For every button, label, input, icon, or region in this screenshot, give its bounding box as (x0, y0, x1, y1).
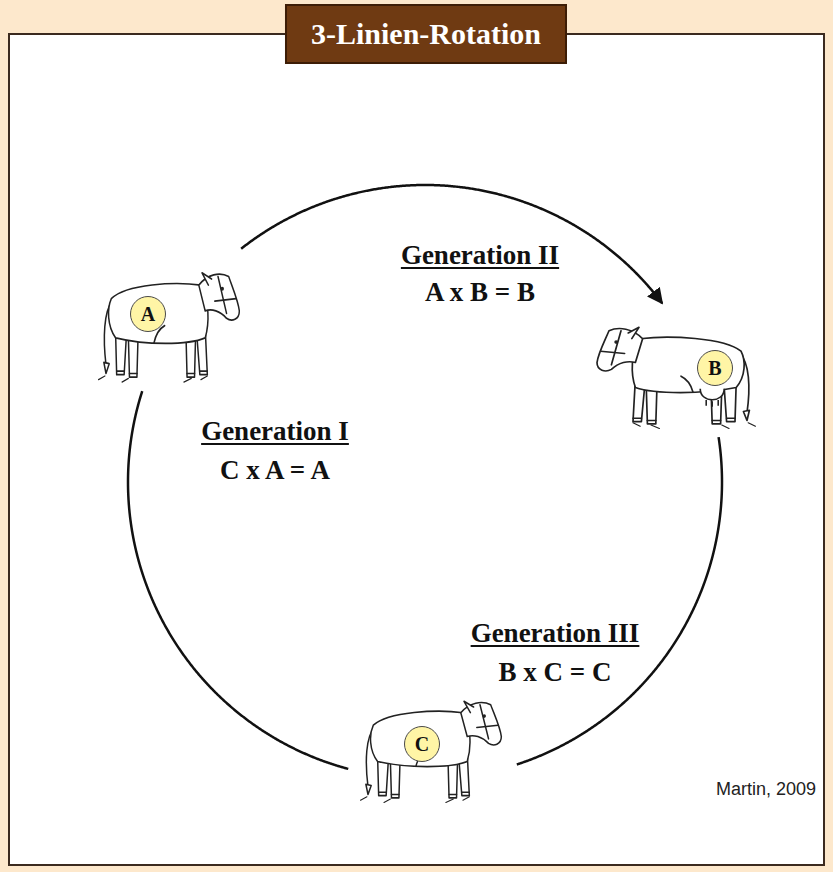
source-note: Martin, 2009 (713, 778, 819, 800)
title-text: 3-Linien-Rotation (311, 17, 541, 51)
line-letter: C (415, 734, 429, 754)
title-banner: 3-Linien-Rotation (285, 4, 567, 64)
cross-formula: B x C = C (496, 657, 615, 688)
cross-formula: A x B = B (422, 277, 538, 308)
rotation-arc (517, 437, 722, 764)
line-letter: A (141, 304, 155, 324)
cattle-node: A (90, 252, 250, 387)
rotation-arc (128, 391, 348, 769)
generation-heading: Generation III (468, 618, 643, 649)
generation-heading: Generation II (398, 240, 562, 271)
line-letter: B (708, 358, 721, 378)
letter-circle: A (130, 296, 166, 332)
cow-drawing (597, 327, 755, 428)
cross-formula: C x A = A (217, 455, 333, 486)
letter-circle: C (404, 726, 440, 762)
bull-drawing (99, 273, 240, 382)
letter-circle: B (697, 350, 733, 386)
generation-heading: Generation I (198, 416, 352, 447)
bull-drawing (361, 701, 502, 802)
cattle-node: C (352, 682, 512, 807)
cattle-node: B (585, 308, 765, 433)
